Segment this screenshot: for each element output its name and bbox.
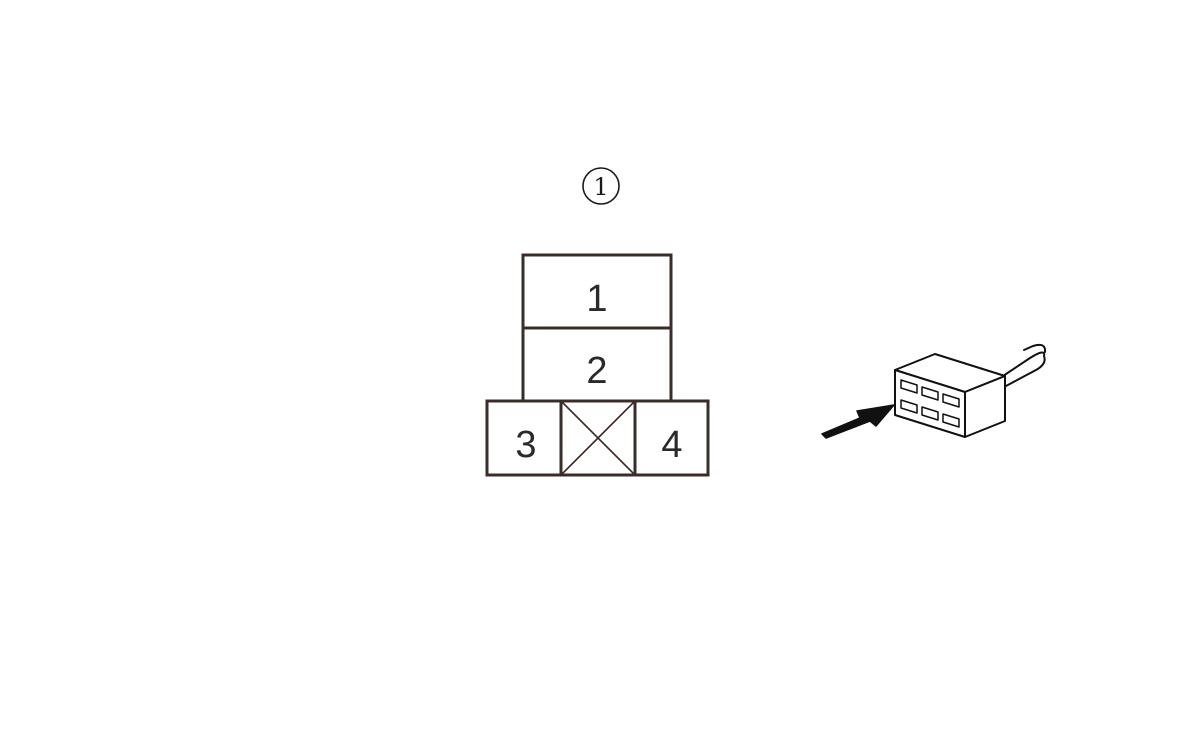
plug-cavity [942, 413, 960, 428]
blank-cavity-cross-b [560, 400, 636, 476]
plug-cavity [921, 386, 939, 401]
connector-face [485, 253, 710, 477]
pin-label-4: 4 [661, 424, 682, 466]
pin-label-2: 2 [586, 350, 607, 392]
plug-cavity [921, 406, 939, 421]
cable-icon [999, 351, 1046, 387]
arrow-icon [821, 404, 895, 439]
connector-plug-icon [894, 343, 1047, 438]
pin-label-1: 1 [586, 278, 607, 320]
pin-label-3: 3 [515, 424, 536, 466]
plug-cavity [900, 399, 918, 414]
callout-marker: 1 [582, 167, 620, 205]
plug-cavity [942, 393, 960, 408]
plug-cavity [900, 379, 918, 394]
callout-number: 1 [593, 173, 608, 201]
pin-cell-4 [633, 399, 710, 477]
callout-circle [582, 167, 620, 205]
